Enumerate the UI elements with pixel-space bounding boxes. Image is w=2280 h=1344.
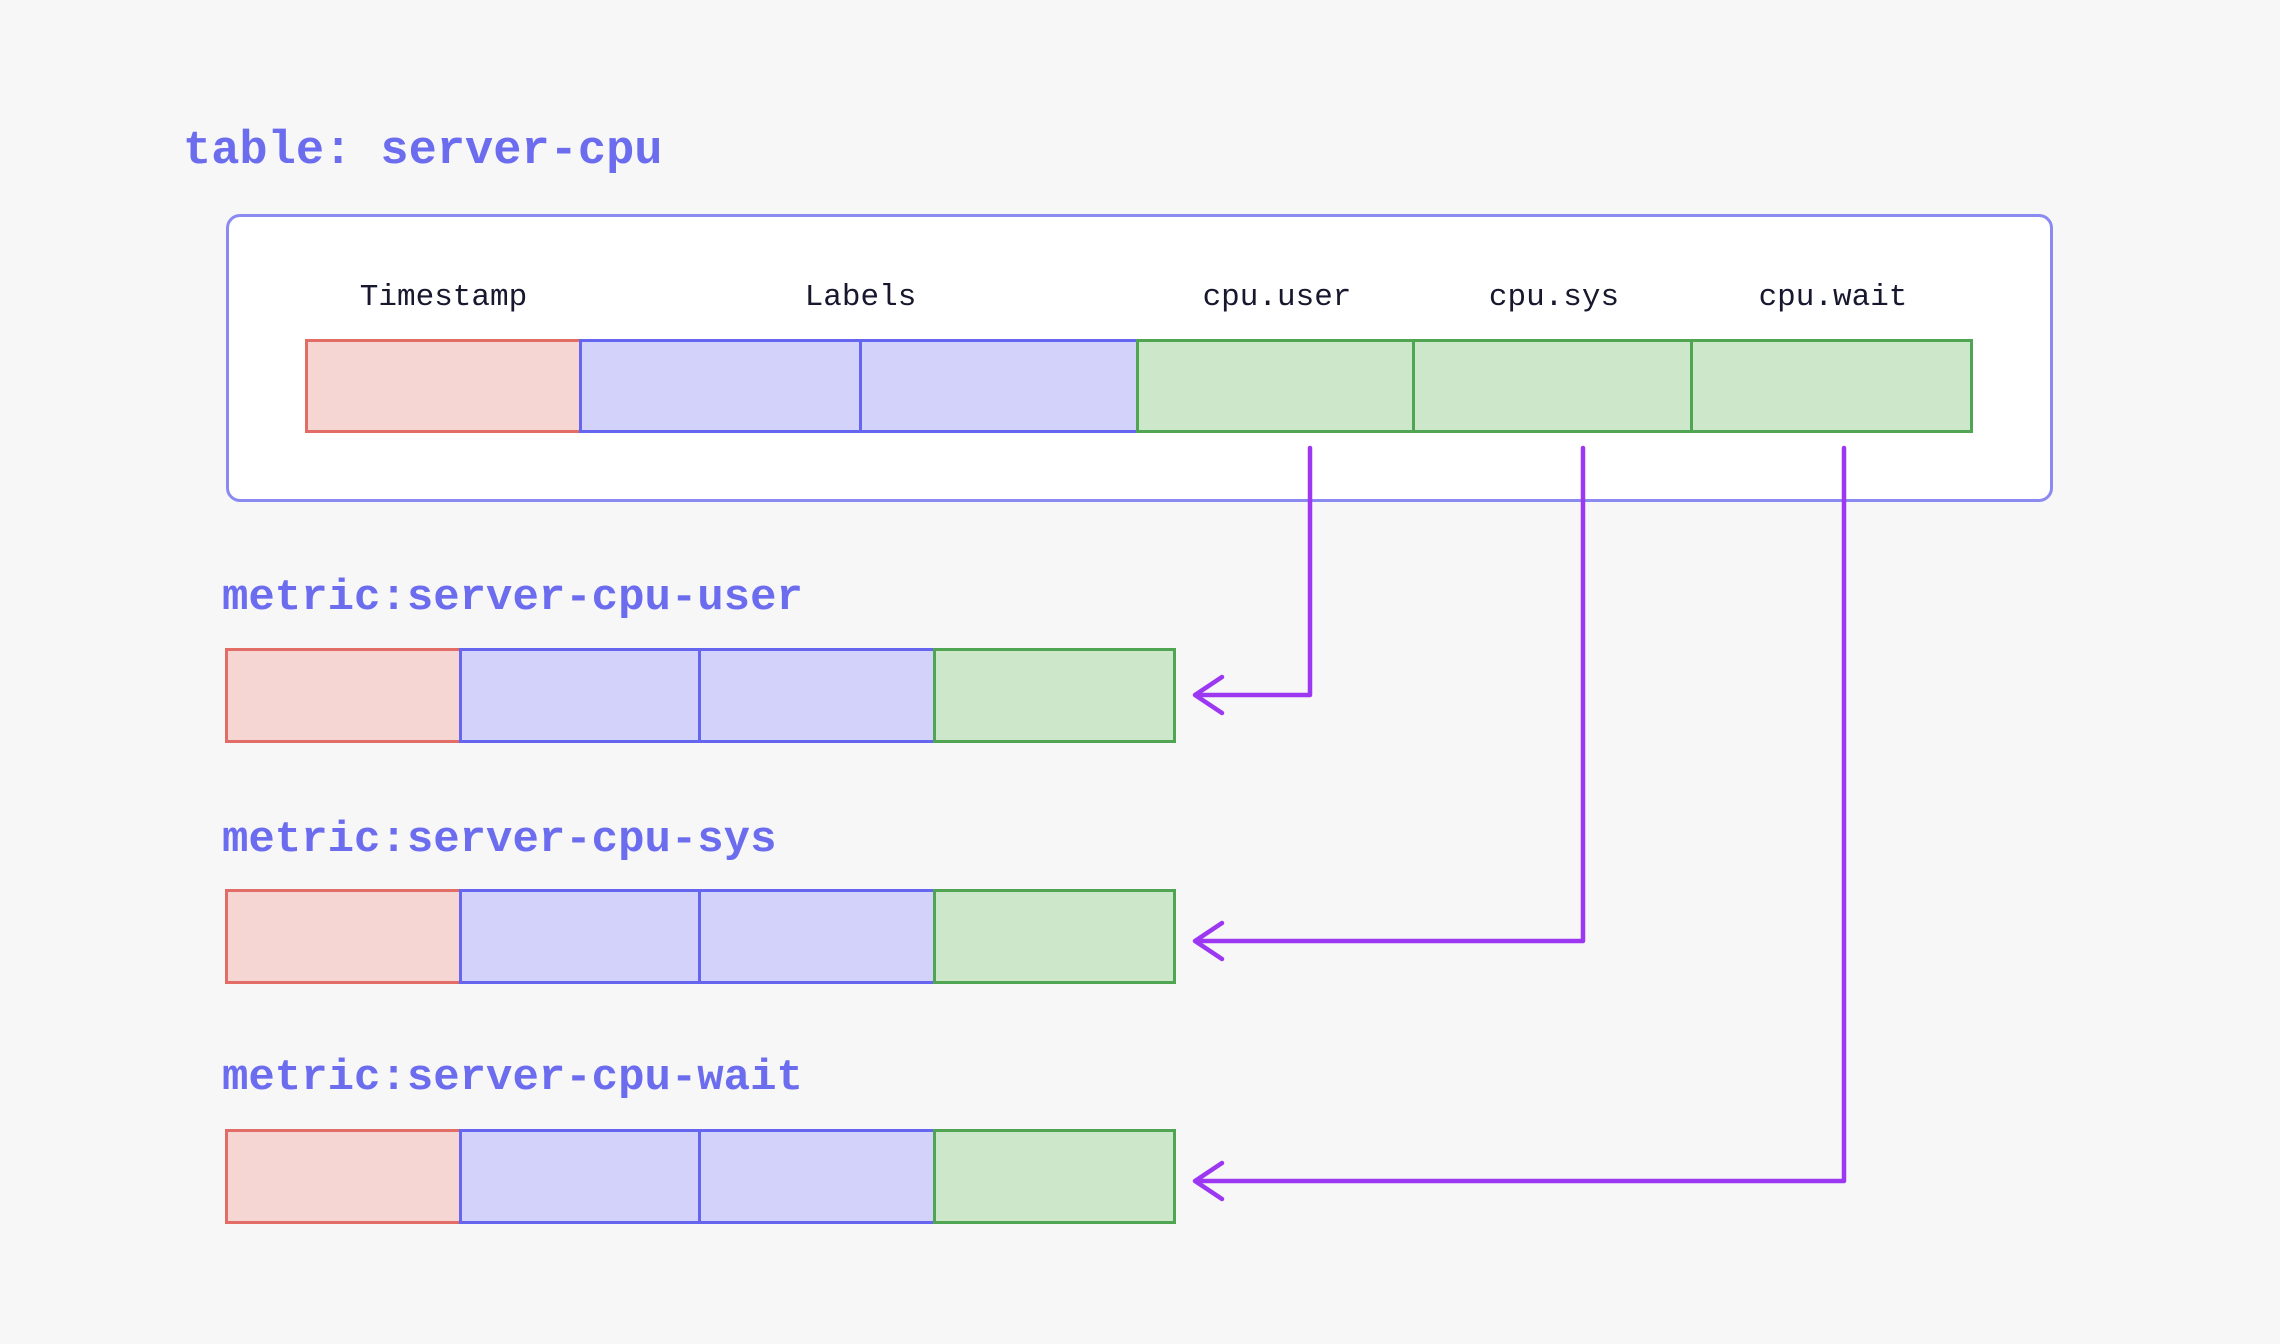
column-header-cpu-user: cpu.user (1202, 280, 1352, 315)
metric-sys-cell-timestamp (225, 889, 462, 984)
metric-user-cell-label-1 (459, 648, 701, 743)
column-header-labels: Labels (804, 280, 917, 315)
table-cell-cpu-sys (1412, 339, 1693, 433)
table-cell-label-2 (859, 339, 1139, 433)
metric-title-cpu-wait: metric:server-cpu-wait (222, 1053, 803, 1103)
table-cell-cpu-wait (1690, 339, 1973, 433)
metric-title-cpu-user: metric:server-cpu-user (222, 573, 803, 623)
table-title: table: server-cpu (183, 125, 663, 178)
metric-user-cell-value (933, 648, 1176, 743)
metric-sys-cell-label-1 (459, 889, 701, 984)
metric-title-cpu-sys: metric:server-cpu-sys (222, 815, 777, 865)
table-cell-timestamp (305, 339, 582, 433)
metric-wait-cell-timestamp (225, 1129, 462, 1224)
metric-sys-cell-value (933, 889, 1176, 984)
arrow-cpu-sys-to-metric (1192, 445, 1586, 962)
metric-wait-cell-value (933, 1129, 1176, 1224)
metric-wait-cell-label-2 (698, 1129, 936, 1224)
arrow-cpu-wait-to-metric (1192, 445, 1847, 1202)
metric-user-cell-timestamp (225, 648, 462, 743)
metric-sys-cell-label-2 (698, 889, 936, 984)
table-cell-label-1 (579, 339, 862, 433)
column-header-cpu-sys: cpu.sys (1488, 280, 1620, 315)
column-header-cpu-wait: cpu.wait (1758, 280, 1908, 315)
metric-user-cell-label-2 (698, 648, 936, 743)
metric-wait-cell-label-1 (459, 1129, 701, 1224)
table-cell-cpu-user (1136, 339, 1415, 433)
column-header-timestamp: Timestamp (359, 280, 528, 315)
